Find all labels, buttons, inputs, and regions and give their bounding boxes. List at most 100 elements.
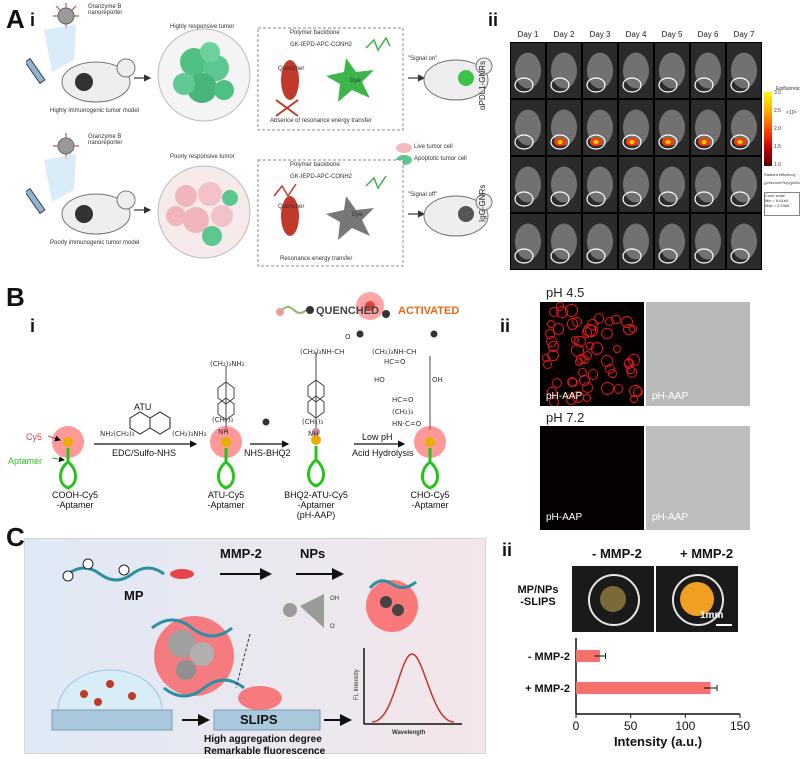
compound3-ch2: (CH₂)₃	[302, 418, 324, 426]
activated-legend-icon	[356, 292, 390, 320]
reporter-label-bottom: Granzyme B nanoreporter	[88, 134, 123, 146]
x-tick-label: 150	[730, 719, 750, 733]
row-label-igg: IgG-GNRs	[478, 184, 487, 222]
mouse-silhouette	[623, 166, 649, 203]
panel-a-ii-label: ii	[488, 10, 499, 30]
tumor-circle	[730, 77, 750, 93]
reporter-label-top: Granzyme B nanoreporter	[88, 4, 123, 16]
droplet-image-minus	[572, 566, 654, 632]
syringe-bottom	[26, 187, 46, 215]
day-label: Day 1	[517, 30, 539, 39]
cell-spot	[568, 377, 578, 388]
quenched-legend-icon	[276, 306, 314, 316]
tumor-circle	[694, 248, 714, 264]
slips-surface	[213, 686, 321, 731]
mouse-silhouette	[659, 223, 685, 260]
compound3-o: O	[345, 333, 351, 341]
compound-atu-cy5	[210, 366, 242, 490]
tumor-circle	[586, 134, 606, 150]
fl-spectrum	[363, 648, 462, 725]
mouse-silhouette	[731, 223, 757, 260]
micrograph-fluor-ph72	[540, 426, 644, 530]
mouse-silhouette	[587, 52, 613, 89]
row-label-apdl1: αPDL1-GNRs	[478, 60, 487, 110]
mouse-silhouette	[587, 109, 613, 146]
fluorescence-hotspot	[593, 140, 599, 144]
signal-off-label: "Signal off"	[408, 192, 438, 198]
mouse-silhouette	[731, 166, 757, 203]
color-scale-box: Color scale Min = 8.61e5 Max = 3.19e6	[764, 192, 800, 216]
compound2-ch2: (CH₂)₃	[212, 416, 234, 424]
tumor-circle	[730, 134, 750, 150]
mouse-silhouette	[695, 223, 721, 260]
imaging-grid	[510, 42, 762, 270]
cell-spot	[546, 319, 555, 329]
cy5-label: Cy5	[26, 432, 43, 442]
nps-label: NPs	[300, 546, 326, 561]
compound2-amine: (CH₂)₃NH₂	[210, 360, 245, 368]
panel-c-ii-label: ii	[502, 540, 513, 560]
panel-b-i-scheme	[47, 292, 446, 490]
cell-spot	[593, 313, 605, 324]
mp-chain	[62, 558, 194, 582]
panel-letter-a: A	[6, 4, 25, 34]
cell-spot	[547, 386, 558, 397]
fluorescence-hotspot	[665, 140, 671, 144]
x-tick-label: 0	[573, 719, 580, 733]
tumor-circle	[694, 134, 714, 150]
mouse-silhouette	[695, 109, 721, 146]
color-scale-label: Color scale	[765, 193, 786, 198]
cell-spot	[582, 382, 593, 393]
micrograph-label: pH-AAP	[652, 512, 689, 523]
tumor-circle	[730, 248, 750, 264]
tumor-circle	[550, 191, 570, 207]
compound-label-4: CHO-Cy5 -Aptamer	[410, 490, 450, 510]
compound-label-3: BHQ2-ATU-Cy5 -Aptamer (pH-AAP)	[284, 490, 348, 520]
color-scale-max: Max = 3.19e6	[765, 203, 790, 208]
aggregate	[151, 616, 245, 698]
signal-on-label: "Signal on"	[408, 56, 438, 62]
cell-spot	[571, 336, 580, 345]
tumor-circle	[514, 77, 534, 93]
atu-linker-icon	[129, 411, 171, 435]
tumor-circle	[658, 134, 678, 150]
cell-spot	[571, 316, 583, 328]
colorbar-tick: 1.5	[774, 144, 781, 150]
mouse-silhouette	[587, 166, 613, 203]
o-label: O	[330, 624, 335, 630]
mouse-silhouette	[659, 109, 685, 146]
cell-spot	[612, 345, 621, 354]
day-label: Day 4	[625, 30, 647, 39]
aptamer-label: Aptamer	[8, 456, 43, 466]
mouse-silhouette	[551, 166, 577, 203]
absence-label: Absence of resonance energy transfer	[270, 118, 372, 124]
mouse-silhouette	[515, 109, 541, 146]
cell-spot	[601, 327, 613, 340]
mouse-top-signal	[423, 57, 493, 101]
cell-spot	[542, 359, 553, 370]
row-label-mp-nps: MP/NPs -SLIPS	[517, 584, 559, 608]
mouse-silhouette	[731, 109, 757, 146]
cell-spot	[600, 381, 614, 395]
compound2-nh: NH	[218, 428, 229, 436]
tumor-circle	[694, 77, 714, 93]
mouse-silhouette	[515, 223, 541, 260]
cell-spot	[613, 384, 623, 394]
nanoreporter-bottom	[53, 133, 79, 159]
polymer-label-top: Polymer backbone	[290, 30, 340, 36]
compound-cooh-cy5	[52, 426, 84, 490]
peptide-label-bottom: GK-IEPD-APC-CONH2	[290, 174, 353, 180]
droplet-ring	[672, 574, 724, 626]
panel-b-ii-label: ii	[500, 316, 511, 336]
atu-label: ATU	[134, 402, 152, 412]
mouse-silhouette	[551, 223, 577, 260]
cell-spot	[552, 378, 563, 389]
compound4-hcho-2: HC=O	[392, 396, 414, 404]
activated-label: ACTIVATED	[398, 305, 460, 317]
micrograph-fluor-ph45	[540, 302, 644, 406]
cell-spot	[590, 342, 604, 355]
panel-c-i-scheme	[51, 558, 462, 731]
tumor-top	[157, 28, 251, 122]
slips-label: SLIPS	[240, 712, 278, 727]
